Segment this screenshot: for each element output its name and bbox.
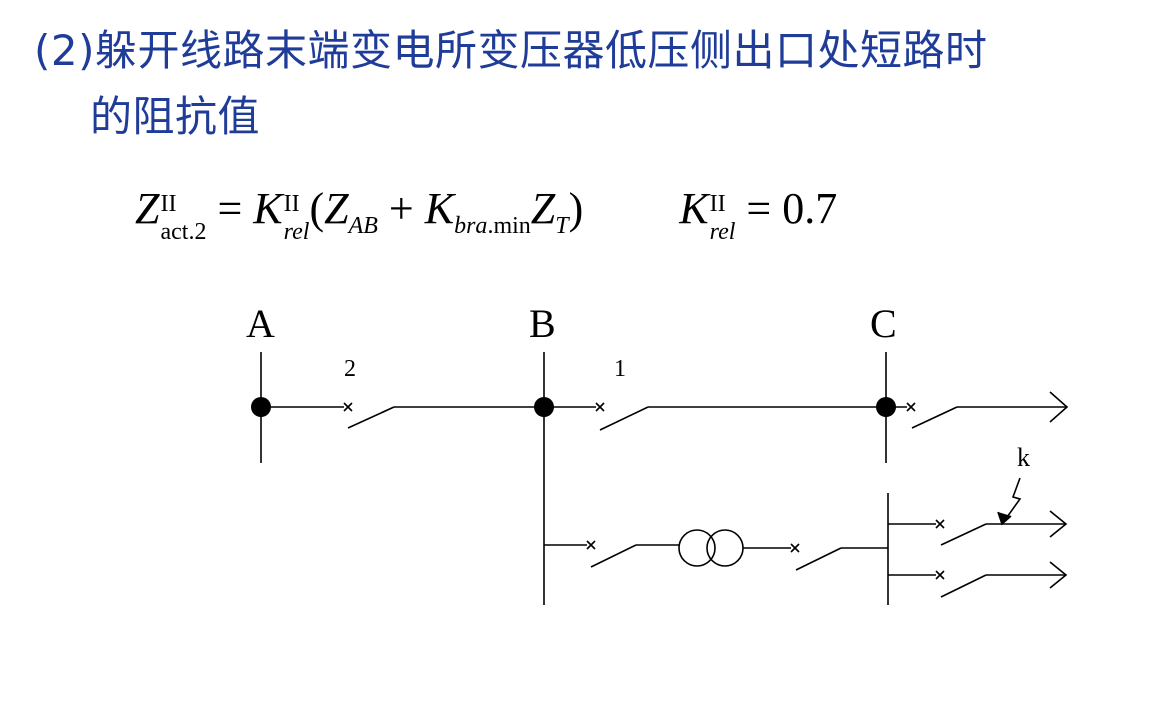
formula-z-act: Z — [135, 184, 160, 233]
bus-a-label: A — [246, 301, 275, 346]
breaker-2-label: 2 — [344, 356, 356, 382]
hv-breaker-switch — [590, 544, 637, 568]
lv-feeder-1 — [888, 510, 1068, 546]
formula-k-bra-sub: bra — [454, 213, 488, 239]
bus-b-label: B — [529, 301, 556, 346]
breaker-1-switch — [599, 406, 649, 431]
formula-z-act-sub: act.2 — [160, 219, 207, 245]
breaker-c-switch — [911, 406, 958, 429]
transformer-winding-2-icon — [706, 529, 744, 567]
formula-z-ab-sub: AB — [348, 213, 378, 239]
formula-k-rel-sup: II — [283, 191, 300, 217]
coef-k-rel-sup: II — [709, 191, 726, 217]
breaker-1-label: 1 — [614, 356, 626, 382]
line-c-outgoing — [886, 391, 1069, 429]
formula-k-rel: K — [253, 184, 283, 233]
formula-close-paren: ) — [568, 184, 584, 233]
arrow-right-icon — [1049, 391, 1069, 423]
coef-k-rel-sub: rel — [709, 219, 736, 245]
coef-k-rel: K — [679, 184, 709, 233]
lv-feeder-1-switch — [940, 523, 987, 546]
lv-feeder-2-cross-icon — [935, 570, 945, 580]
formula-open-paren: ( — [309, 184, 325, 233]
breaker-c-cross-icon — [906, 402, 916, 412]
formula-k-bra-sub-min: .min — [487, 213, 531, 239]
arrow-right-icon — [1049, 510, 1068, 538]
bus-c-node — [876, 397, 896, 417]
line-ab — [261, 402, 544, 429]
fault-lightning-icon — [997, 477, 1022, 526]
title-line-2: 的阻抗值 — [90, 92, 261, 141]
lv-feeder-1-cross-icon — [935, 519, 945, 529]
formula-k-rel-sub: rel — [283, 219, 310, 245]
slide-title: (2)躲开线路末端变电所变压器低压侧出口处短路时 的阻抗值 — [34, 22, 1154, 146]
formula-z-t-sub: T — [555, 213, 569, 239]
transformer-winding-1-icon — [678, 529, 716, 567]
transformer-branch — [544, 529, 888, 571]
coef-value: 0.7 — [782, 184, 838, 233]
formula-z-act-sup: II — [160, 191, 177, 217]
arrow-right-icon — [1049, 561, 1068, 589]
formula-k-bra: K — [424, 184, 455, 233]
formula-z-t: Z — [530, 184, 556, 233]
title-line-1: (2)躲开线路末端变电所变压器低压侧出口处短路时 — [34, 26, 988, 75]
lv-feeder-2 — [888, 561, 1068, 598]
lv-feeder-2-switch — [940, 574, 987, 598]
fault-point-label: k — [1017, 443, 1030, 472]
bus-a-node — [251, 397, 271, 417]
breaker-2-switch — [347, 406, 395, 429]
lv-breaker-switch — [795, 547, 842, 571]
line-bc — [544, 402, 886, 431]
coef-equals: = — [746, 184, 772, 233]
formula-z-ab: Z — [324, 184, 349, 233]
hv-breaker-cross-icon — [586, 540, 596, 550]
bus-b-node — [534, 397, 554, 417]
breaker-1-cross-icon — [595, 402, 605, 412]
formula-equals: = — [217, 184, 243, 233]
lv-breaker-cross-icon — [790, 543, 800, 553]
breaker-2-cross-icon — [343, 402, 353, 412]
bus-c-label: C — [870, 301, 897, 346]
formula-plus: + — [388, 184, 414, 233]
